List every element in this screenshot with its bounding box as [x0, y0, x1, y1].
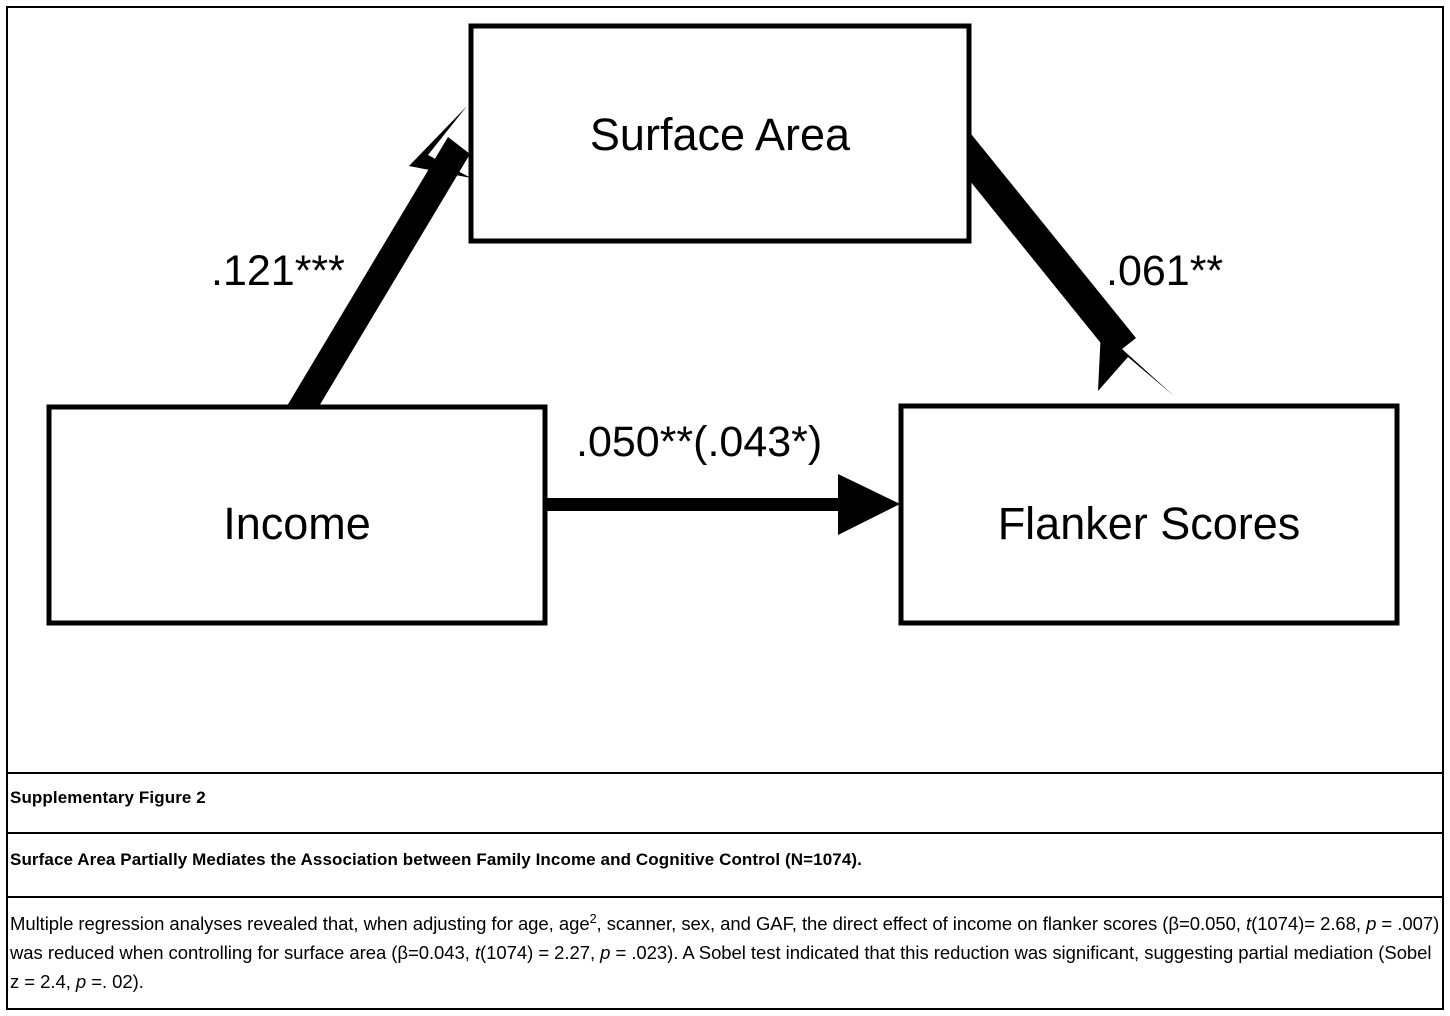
node-label-income: Income [223, 498, 371, 549]
path-label-b: .061** [1106, 247, 1223, 295]
body-stat-p2: p [600, 942, 611, 963]
mediation-diagram: Surface Area Income Flanker Scores .121*… [46, 23, 1400, 626]
body-segment-5: (1074) = 2.27, [480, 942, 601, 963]
body-segment-2: , scanner, sex, and GAF, the direct effe… [596, 913, 1246, 934]
node-surface-area: Surface Area [468, 23, 972, 244]
path-label-a: .121*** [211, 247, 345, 295]
body-stat-t2: t [474, 942, 481, 963]
body-stat-p3: p [75, 971, 87, 992]
body-superscript-age-squared: 2 [589, 911, 597, 926]
body-segment-1: Multiple regression analyses revealed th… [10, 913, 590, 934]
body-segment-7: =. 02). [86, 971, 144, 992]
figure-number: Supplementary Figure 2 [10, 788, 206, 807]
node-income: Income [46, 404, 548, 626]
path-arrow-income-to-surface-area [287, 106, 471, 423]
body-segment-3: (1074)= 2.68, [1251, 913, 1367, 934]
figure-image-cell: Surface Area Income Flanker Scores .121*… [8, 8, 1442, 773]
path-label-c: .050**(.043*) [576, 418, 822, 466]
figure-title: Surface Area Partially Mediates the Asso… [10, 850, 862, 869]
figure-body-text: Multiple regression analyses revealed th… [10, 909, 1444, 996]
body-stat-p1: p [1366, 913, 1377, 934]
body-segment-4: = .007) was reduced when controlling for… [10, 913, 1440, 963]
node-flanker-scores: Flanker Scores [898, 403, 1400, 626]
body-segment-6: = .023). A Sobel test indicated that thi… [10, 942, 1432, 992]
caption-rule-top [8, 772, 1442, 774]
caption-rule-middle [8, 832, 1442, 834]
outer-frame [6, 6, 1444, 1010]
node-label-flanker-scores: Flanker Scores [998, 498, 1301, 549]
path-arrow-income-to-flanker [544, 474, 900, 535]
node-label-surface-area: Surface Area [590, 109, 851, 160]
body-stat-t1: t [1245, 913, 1252, 934]
caption-rule-bottom [8, 896, 1442, 898]
path-arrow-surface-area-to-flanker [941, 124, 1174, 396]
